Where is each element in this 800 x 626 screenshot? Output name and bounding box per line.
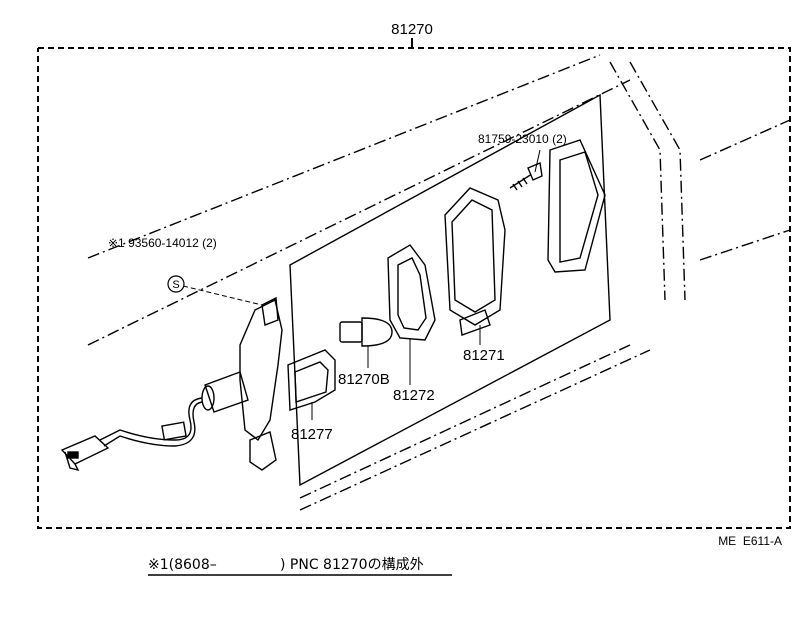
connector-part bbox=[60, 435, 110, 472]
bulb-part-label: 81270B bbox=[338, 371, 390, 388]
gasket-part-label: 81272 bbox=[393, 387, 435, 404]
bulb-part bbox=[339, 317, 393, 347]
housing-part-label: 81271 bbox=[463, 347, 505, 364]
socket-assembly-part bbox=[201, 296, 283, 471]
bracket-part bbox=[287, 349, 336, 411]
footnote-suffix: ) PNC 81270の構成外 bbox=[280, 557, 424, 573]
footnote-marker-circle bbox=[167, 275, 185, 293]
assembly-part-label: 81270 bbox=[391, 21, 433, 38]
lamp-recess-outline bbox=[289, 93, 611, 487]
screw-part-label: 81759-23010 (2) bbox=[478, 132, 567, 146]
body-panel-outline bbox=[87, 54, 791, 511]
screw-part bbox=[509, 162, 543, 191]
footnote-marker-symbol: S bbox=[172, 279, 179, 291]
lamp-housing-part bbox=[444, 187, 506, 336]
marker-leader-line bbox=[182, 285, 263, 306]
diagram-code-label: ME E611-A bbox=[718, 534, 782, 548]
wire-harness-part bbox=[99, 397, 203, 447]
lamp-cover-part bbox=[547, 139, 606, 273]
screw-leader-line bbox=[534, 149, 541, 173]
bracket-part-label: 81277 bbox=[291, 426, 333, 443]
footnote-part-label: ※1 93560-14012 (2) bbox=[108, 236, 217, 250]
assembly-boundary bbox=[37, 47, 791, 529]
gasket-part bbox=[387, 244, 436, 341]
footnote: ※1(8608– ) PNC 81270の構成外 bbox=[148, 557, 452, 576]
footnote-prefix: ※1(8608– bbox=[148, 557, 217, 573]
